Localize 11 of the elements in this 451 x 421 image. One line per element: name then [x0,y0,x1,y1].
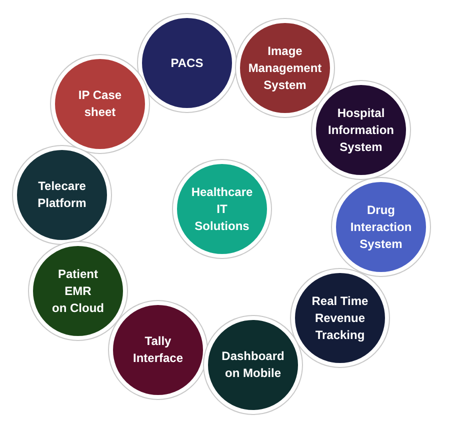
node-label: Hospital Information System [328,104,394,156]
node-label: Dashboard on Mobile [222,348,284,382]
node-label: Healthcare IT Solutions [191,184,253,234]
node-label: Patient EMR on Cloud [52,266,104,316]
node-label: IP Case sheet [78,87,122,121]
node-label: Image Management System [248,42,322,94]
node-label: Real Time Revenue Tracking [312,292,368,344]
node-label: Telecare Platform [38,178,86,212]
node-label: PACS [170,54,204,72]
node-label: Drug Interaction System [350,202,412,252]
node-label: Tally Interface [132,333,184,367]
